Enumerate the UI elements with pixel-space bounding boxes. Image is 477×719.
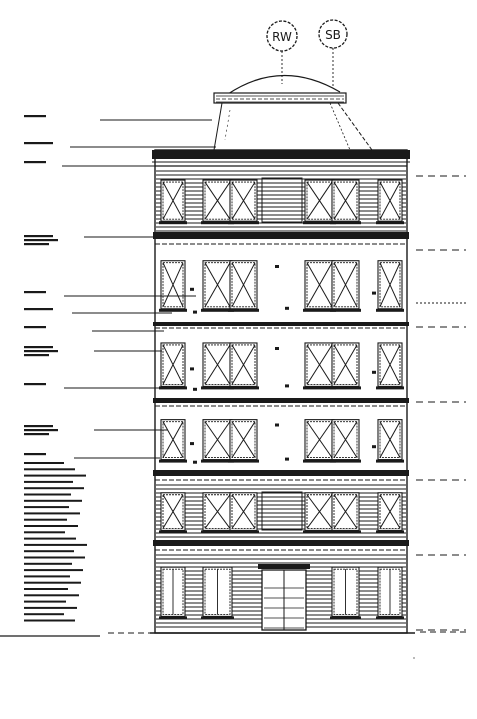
grid-reference-sb-label: SB	[325, 28, 341, 42]
floor-level	[159, 260, 404, 314]
level-datum-marks	[416, 175, 466, 631]
window	[201, 419, 234, 463]
window	[330, 566, 361, 620]
window	[303, 492, 336, 534]
window	[201, 492, 234, 534]
window	[303, 179, 336, 225]
window	[376, 419, 404, 463]
string-course	[153, 540, 409, 551]
window	[330, 419, 361, 463]
annotation-10	[24, 425, 168, 436]
window	[228, 260, 259, 312]
grid-reference-sb: SB	[318, 19, 348, 86]
annotation-6	[24, 308, 172, 314]
window	[201, 179, 234, 225]
window	[159, 419, 187, 463]
annotation-5	[24, 291, 196, 297]
annotation-3	[24, 161, 156, 167]
window	[159, 260, 187, 312]
finish-schedule-notes	[24, 462, 87, 622]
window	[330, 342, 361, 390]
window	[330, 492, 361, 534]
window	[303, 260, 336, 312]
cornice	[152, 150, 410, 167]
window	[228, 419, 259, 463]
floor-level	[159, 419, 404, 464]
window	[228, 179, 259, 225]
window	[376, 260, 404, 312]
window	[159, 492, 187, 534]
annotation-callouts	[24, 115, 216, 622]
window	[159, 342, 187, 390]
string-course	[153, 232, 409, 245]
annotation-4	[24, 235, 158, 246]
window	[303, 419, 336, 463]
window	[228, 342, 259, 390]
annotation-8	[24, 346, 162, 357]
roof-dome	[213, 74, 373, 151]
entrance-door	[258, 564, 310, 631]
floor-level	[156, 554, 406, 628]
window	[376, 179, 404, 225]
building-facade	[152, 149, 410, 634]
window	[228, 492, 259, 534]
window	[201, 260, 234, 312]
window	[303, 342, 336, 390]
floor-level	[156, 170, 406, 232]
annotation-1	[24, 115, 212, 121]
window	[201, 342, 234, 390]
window	[376, 342, 404, 390]
annotation-2	[24, 142, 216, 148]
annotation-11	[24, 453, 160, 459]
string-course	[153, 322, 409, 329]
window	[376, 566, 404, 620]
window	[330, 179, 361, 225]
string-course	[153, 398, 409, 407]
floor-level	[156, 484, 406, 538]
window	[376, 492, 404, 534]
annotation-9	[24, 383, 162, 389]
annotation-7	[24, 326, 164, 332]
grid-reference-rw: RW	[266, 20, 298, 84]
ground-line	[0, 631, 468, 637]
window	[159, 566, 187, 620]
window	[201, 566, 234, 620]
grid-reference-rw-label: RW	[272, 30, 292, 44]
window	[330, 260, 361, 312]
window	[159, 179, 187, 225]
floor-level	[159, 342, 404, 391]
string-course	[153, 470, 409, 481]
